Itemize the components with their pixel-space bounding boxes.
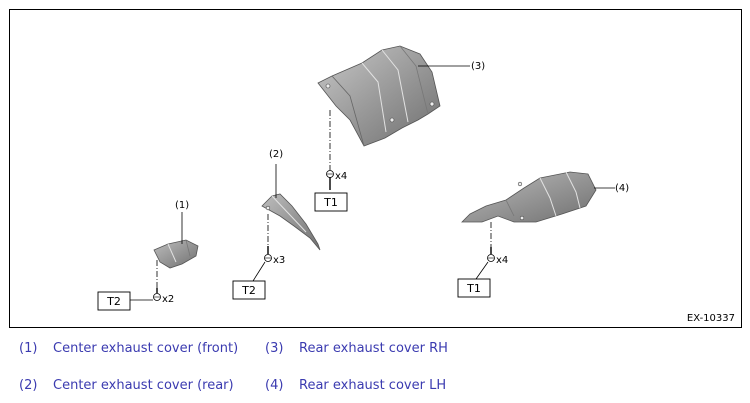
legend-label: Rear exhaust cover LH xyxy=(299,378,447,393)
torque-label-1: T2 xyxy=(106,295,121,308)
legend-number: (2) xyxy=(19,378,38,393)
bolt-icon xyxy=(487,247,495,262)
qty-label-3: x4 xyxy=(335,171,347,182)
legend-label: Rear exhaust cover RH xyxy=(299,341,448,356)
torque-label-3: T1 xyxy=(323,196,338,209)
bolt-icon xyxy=(264,246,272,262)
legend-number: (3) xyxy=(265,341,284,356)
diagram-drawing: (3) x4 T1 (2) x3 T2 xyxy=(97,45,629,311)
torque-label-2: T2 xyxy=(241,284,256,297)
callout-4: (4) xyxy=(615,183,629,194)
legend-item-1: (1) Center exhaust cover (front) xyxy=(19,341,238,356)
center-exhaust-cover-front xyxy=(153,239,199,269)
qty-label-4: x4 xyxy=(496,255,508,266)
qty-label-1: x2 xyxy=(162,294,174,305)
legend-label: Center exhaust cover (front) xyxy=(53,341,239,356)
bolt-icon xyxy=(153,288,161,301)
legend-label: Center exhaust cover (rear) xyxy=(53,378,234,393)
callout-3: (3) xyxy=(471,61,485,72)
center-exhaust-cover-rear xyxy=(261,193,321,251)
torque-label-4: T1 xyxy=(466,282,481,295)
callout-2: (2) xyxy=(269,149,283,160)
legend-number: (4) xyxy=(265,378,284,393)
legend-number: (1) xyxy=(19,341,38,356)
legend-item-3: (3) Rear exhaust cover RH xyxy=(265,341,448,356)
legend-item-2: (2) Center exhaust cover (rear) xyxy=(19,378,234,393)
exploded-diagram: (3) x4 T1 (2) x3 T2 xyxy=(9,9,742,328)
bolt-icon xyxy=(326,170,334,190)
qty-label-2: x3 xyxy=(273,255,285,266)
rear-exhaust-cover-lh xyxy=(461,171,597,223)
rear-exhaust-cover-rh xyxy=(317,45,441,147)
legend-item-4: (4) Rear exhaust cover LH xyxy=(265,378,446,393)
callout-1: (1) xyxy=(175,200,189,211)
figure-code: EX-10337 xyxy=(686,313,735,324)
